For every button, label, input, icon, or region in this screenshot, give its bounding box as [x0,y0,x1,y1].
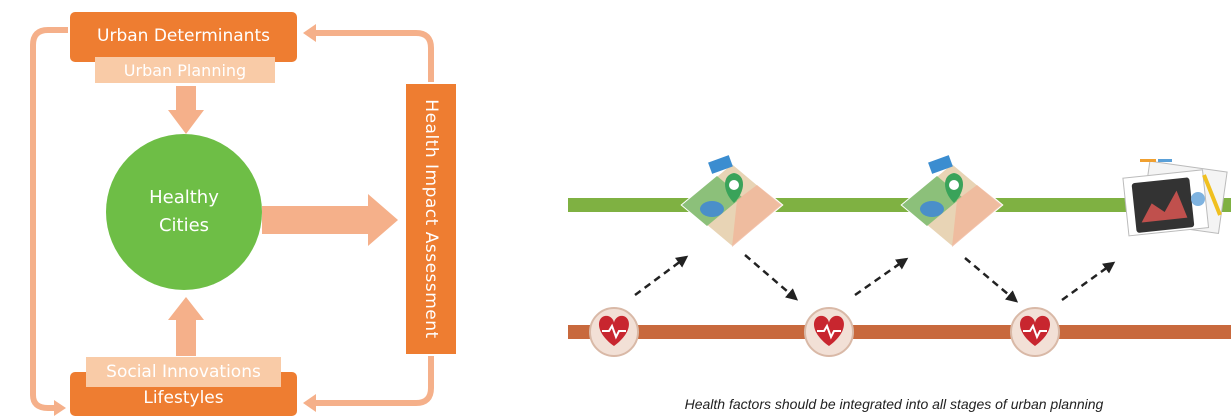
map-pin-icon [680,155,784,249]
health-impact-assessment-label: Health Impact Assessment [421,99,441,339]
right-top-loop-arrow [303,24,434,82]
healthy-cities-circle: Healthy Cities [106,134,262,290]
heartbeat-icon [804,307,854,357]
social-innovations-box: Social Innovations [86,357,281,387]
health-impact-assessment-box [406,84,456,354]
urban-planning-label: Urban Planning [123,60,247,80]
dashed-arrow-up-1 [634,255,689,297]
urban-planning-box: Urban Planning [95,57,275,83]
dashed-arrow-down-2 [964,257,1019,303]
heartbeat-icon [589,307,639,357]
lifestyles-label: Lifestyles [143,388,224,408]
urban-determinants-box: Urban Determinants [70,12,297,62]
health-line [568,325,1231,339]
social-innovations-label: Social Innovations [106,362,261,382]
right-bottom-loop-arrow [303,356,434,412]
healthy-cities-line2: Cities [158,215,210,236]
dashed-arrow-up-2 [854,257,909,297]
right-arrow [262,194,398,246]
dashed-arrow-down-1 [744,254,799,301]
healthy-cities-line1: Healthy [149,187,219,208]
map-pin-icon [900,155,1004,249]
urban-determinants-label: Urban Determinants [97,26,270,46]
down-arrow [168,86,204,134]
left-loop-arrow [30,27,68,416]
heartbeat-icon [1010,307,1060,357]
timeline-caption: Health factors should be integrated into… [684,396,1104,412]
dashed-arrow-up-3 [1061,261,1116,302]
up-arrow [168,297,204,356]
report-documents-icon [1122,159,1228,237]
